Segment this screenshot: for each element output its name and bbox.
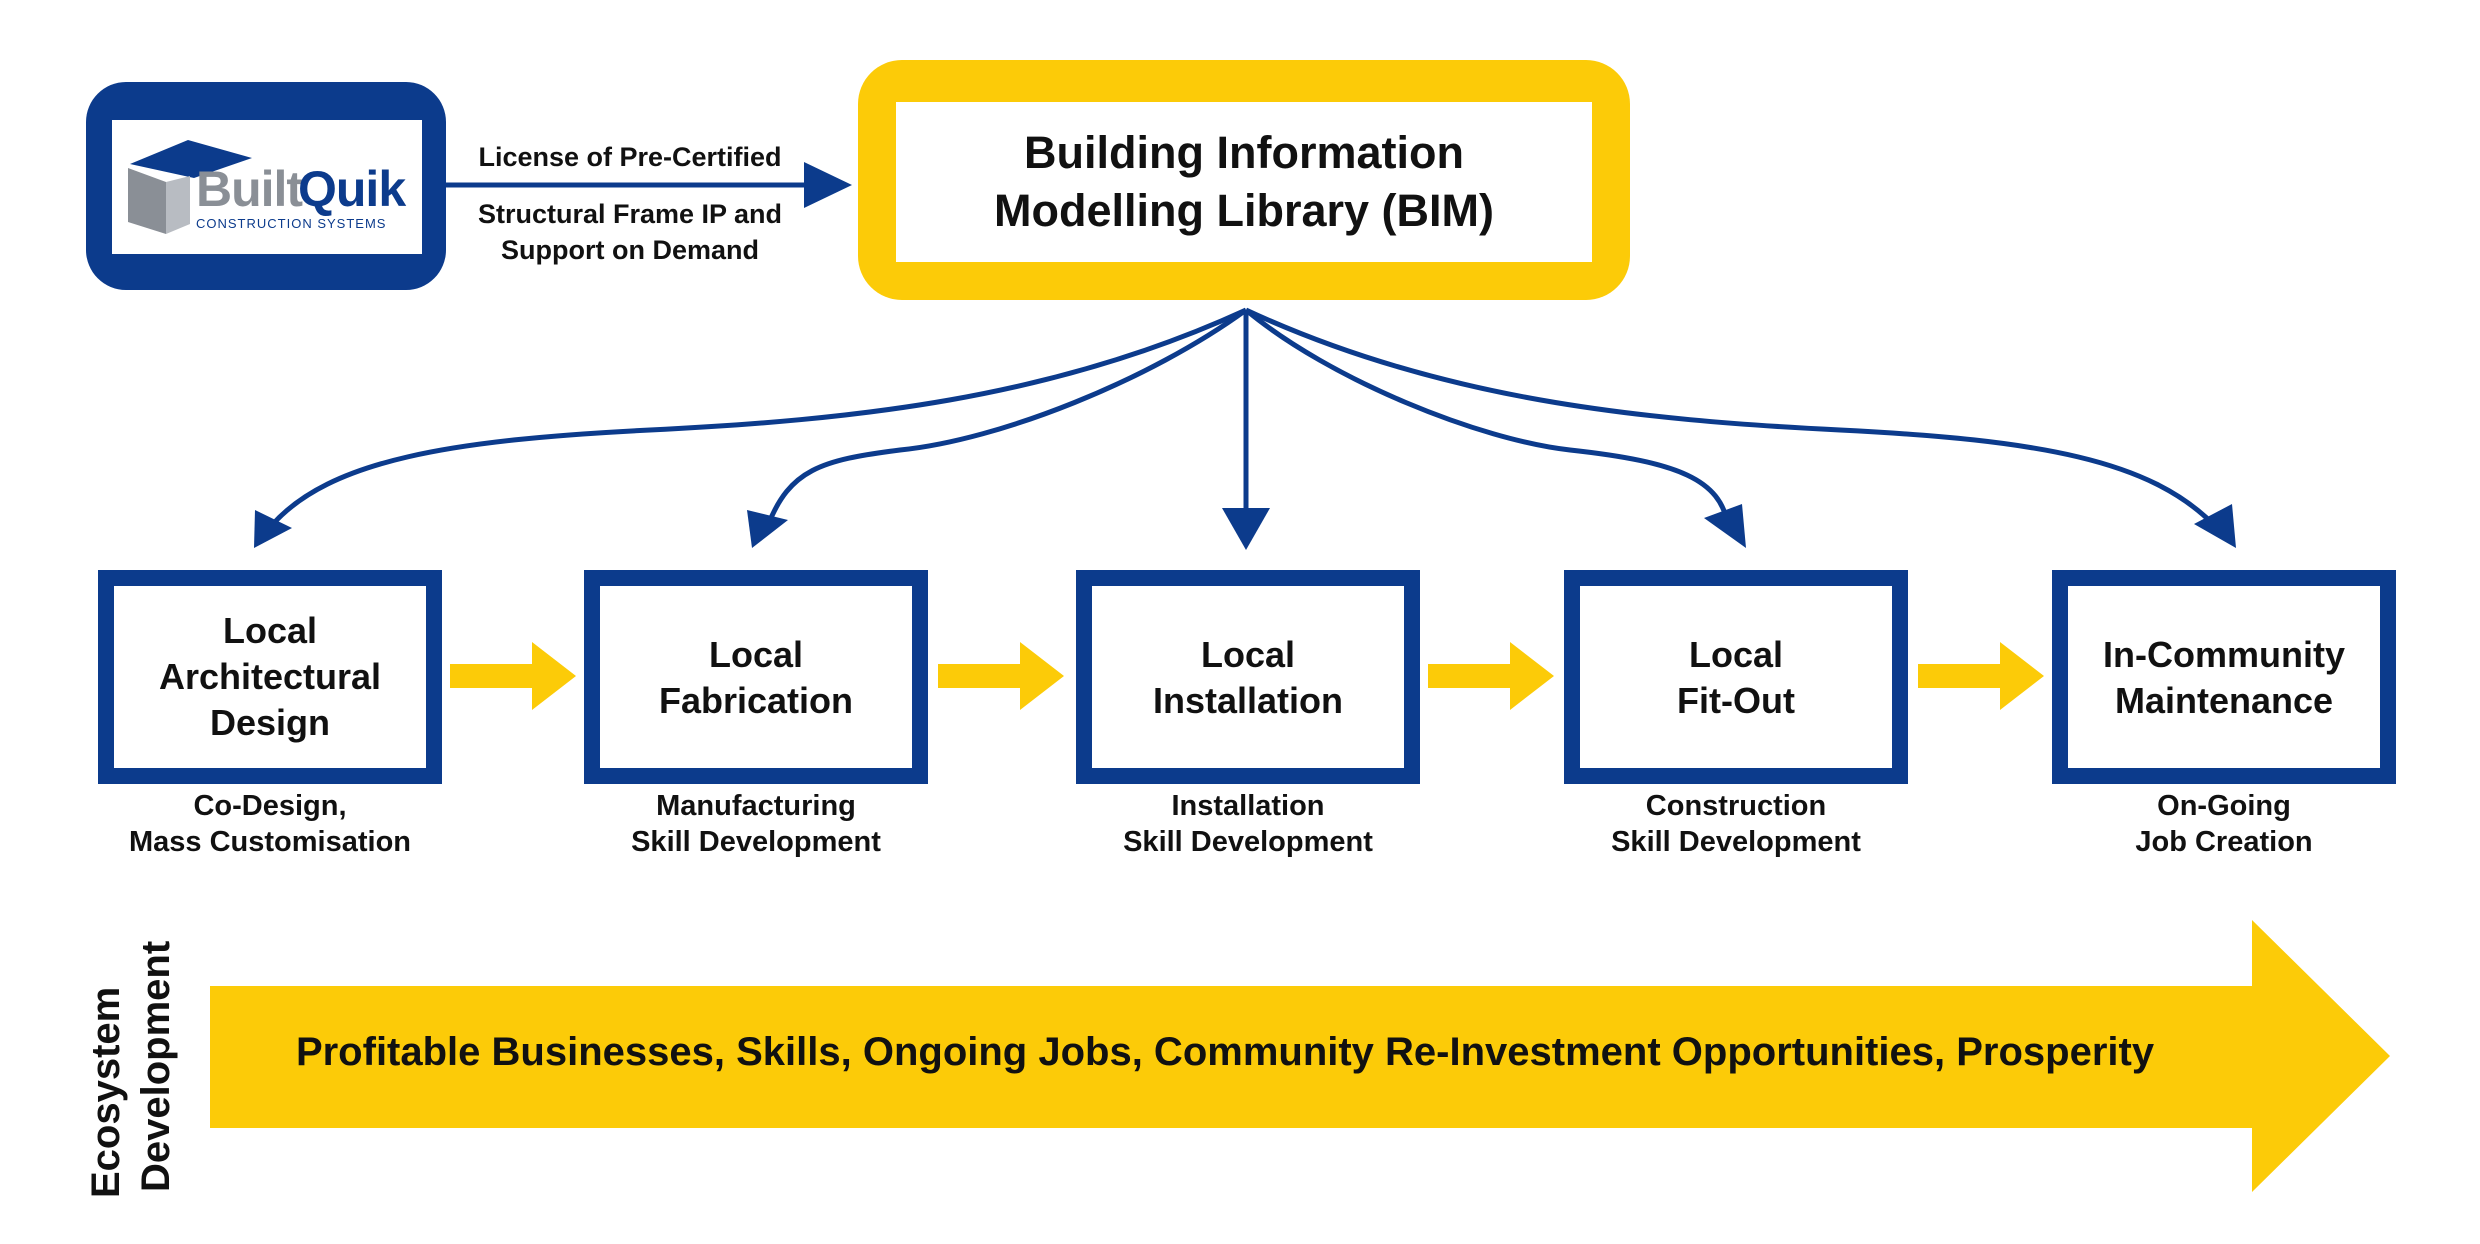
license-arrow (446, 162, 852, 208)
license-label-lines: Structural Frame IP and Support on Deman… (440, 196, 820, 268)
step-title-line: Local (222, 610, 318, 651)
step-sub-maintenance: On-Going Job Creation (2024, 788, 2424, 860)
ecosystem-label-line2: Development (134, 940, 178, 1192)
step-arrow-2 (938, 642, 1064, 710)
step-panel-fitout (1580, 586, 1892, 768)
step-sub-fabrication: Manufacturing Skill Development (556, 788, 956, 860)
logo-brand-quik: Quik (298, 161, 406, 217)
step-title-line: Design (209, 702, 331, 743)
step-title-line: Local (1200, 634, 1296, 675)
step-title-maintenance: In-Community Maintenance (2068, 632, 2380, 724)
step-title-line: Local (708, 634, 804, 675)
license-label-line1: License of Pre-Certified (478, 142, 782, 172)
step-panel-installation (1092, 586, 1404, 768)
fan-arrow-2 (765, 307, 1248, 526)
fan-head-5 (2194, 504, 2236, 548)
bim-fan-arrowheads (254, 504, 2236, 550)
step-title-line: Architectural (158, 656, 382, 697)
step-panel-fabrication (600, 586, 912, 768)
ecosystem-banner-text: Profitable Businesses, Skills, Ongoing J… (295, 1030, 2155, 1074)
logo-brand-built: Built (196, 161, 303, 217)
step-title-fabrication: Local Fabrication (600, 632, 912, 724)
fan-arrow-4 (1244, 308, 1731, 526)
step-sub-line: Mass Customisation (129, 826, 411, 858)
step-sub-line: On-Going (2157, 790, 2291, 822)
fan-arrow-1 (270, 307, 1248, 527)
step-sub-line: Job Creation (2135, 826, 2313, 858)
step-sub-line: Skill Development (1123, 826, 1373, 858)
step-sub-line: Co-Design, (193, 790, 347, 822)
ecosystem-label-line1: Ecosystem (84, 986, 128, 1198)
license-label-line2: Structural Frame IP and (477, 199, 783, 229)
step-sub-line: Manufacturing (656, 790, 856, 822)
step-title-line: Local (1688, 634, 1784, 675)
fan-head-3 (1222, 508, 1270, 550)
step-title-line: Installation (1152, 680, 1344, 721)
step-title-line: In-Community (2103, 634, 2345, 675)
ecosystem-label: Ecosystem Development (80, 920, 180, 1200)
step-sub-line: Skill Development (1611, 826, 1861, 858)
step-arrows (450, 642, 2044, 710)
fan-arrow-5 (1244, 307, 2216, 527)
step-arrow-1 (450, 642, 576, 710)
fan-head-1 (254, 510, 292, 548)
bim-title: Building Information Modelling Library (… (896, 124, 1592, 240)
step-panel-design (114, 586, 426, 768)
step-sub-line: Construction (1645, 790, 1827, 822)
house-roof-icon (128, 140, 252, 234)
fan-head-2 (747, 510, 788, 548)
step-panel-maintenance (2068, 586, 2380, 768)
fan-head-4 (1704, 504, 1746, 548)
step-title-line: Fabrication (658, 680, 854, 721)
step-arrow-3 (1428, 642, 1554, 710)
step-sub-fitout: Construction Skill Development (1536, 788, 1936, 860)
step-title-line: Maintenance (2114, 680, 2334, 721)
logo-tagline: CONSTRUCTION SYSTEMS (196, 216, 387, 231)
step-sub-design: Co-Design, Mass Customisation (70, 788, 470, 860)
builtquik-logo: Built Quik CONSTRUCTION SYSTEMS (124, 134, 414, 246)
step-sub-line: Installation (1171, 790, 1325, 822)
bim-title-line2: Modelling Library (BIM) (994, 185, 1494, 236)
step-sub-line: Skill Development (631, 826, 881, 858)
bim-panel (896, 102, 1592, 262)
step-title-fitout: Local Fit-Out (1580, 632, 1892, 724)
step-title-line: Fit-Out (1677, 680, 1795, 721)
license-label-line3: Support on Demand (501, 235, 759, 265)
step-title-design: Local Architectural Design (114, 608, 426, 746)
bim-title-line1: Building Information (1024, 127, 1464, 178)
step-sub-installation: Installation Skill Development (1048, 788, 1448, 860)
ecosystem-arrow (210, 920, 2390, 1192)
bim-fan-arrows (270, 307, 2216, 527)
step-arrow-4 (1918, 642, 2044, 710)
step-title-installation: Local Installation (1092, 632, 1404, 724)
